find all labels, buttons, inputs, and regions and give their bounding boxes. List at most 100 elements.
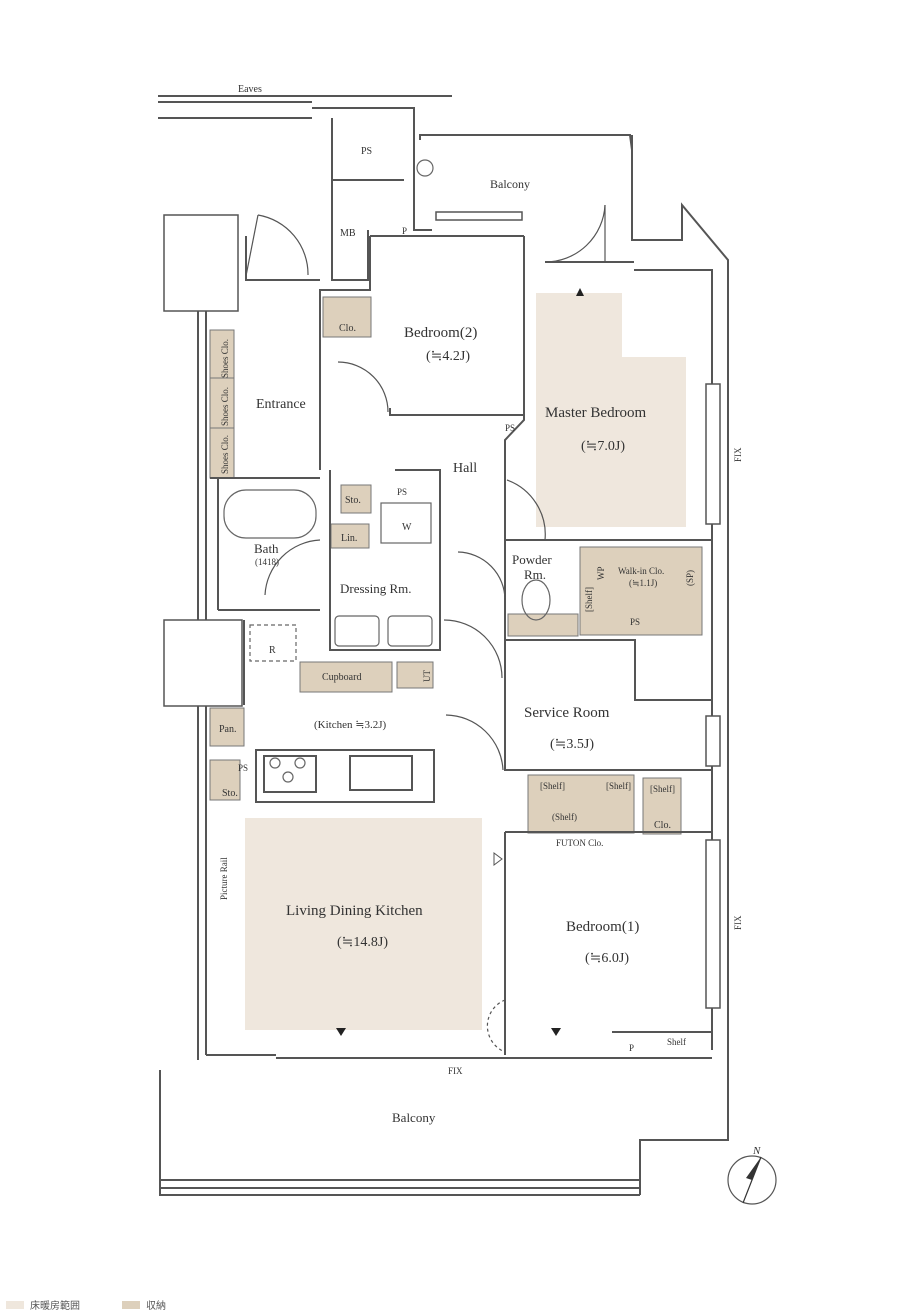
entrance-label: Entrance: [256, 397, 306, 412]
shelf2-label: [Shelf]: [606, 781, 631, 791]
north-label: N: [752, 1145, 761, 1157]
floor-heating-areas: [245, 293, 686, 1030]
markers: [336, 288, 584, 1036]
service-size: (≒3.5J): [550, 737, 594, 752]
burner-1: [269, 757, 281, 769]
fix-bottom-label: FIX: [448, 1066, 463, 1076]
ac-unit: [416, 159, 434, 177]
bedroom2-closet: [322, 296, 372, 338]
compass: [727, 1155, 777, 1205]
ps-master-label: PS: [505, 423, 515, 433]
master-arrow: [576, 288, 584, 296]
bedroom1-closet: [642, 777, 682, 835]
wp-label: WP: [596, 567, 606, 581]
pantry: [209, 707, 245, 747]
service-label: Service Room: [524, 705, 610, 721]
p-bottom-label: P: [629, 1043, 634, 1053]
ps-walkin-label: PS: [630, 617, 640, 627]
storage-areas: [209, 296, 703, 835]
sink-left: [334, 615, 380, 647]
fixtures: [223, 159, 551, 783]
doors: [245, 204, 606, 1053]
master-heating-area: [536, 293, 686, 527]
powder-label-1: Powder: [512, 552, 552, 567]
bedroom2-label: Bedroom(2): [404, 325, 477, 341]
mb-label: MB: [340, 228, 356, 239]
bedroom1-size: (≒6.0J): [585, 951, 629, 966]
shelf-vertical-label: [Shelf]: [584, 587, 594, 612]
picture-rail-label: Picture Rail: [219, 857, 229, 900]
picture-rail-arrow: [493, 852, 503, 866]
storage-sto1: [340, 484, 372, 514]
ps-dress-label: PS: [397, 487, 407, 497]
bedroom2-size: (≒4.2J): [426, 349, 470, 364]
bath-size: (1418): [255, 557, 279, 567]
dressing-label: Dressing Rm.: [340, 581, 412, 596]
washer: [380, 502, 432, 544]
storage-swatch: [122, 1300, 140, 1309]
ldk-label: Living Dining Kitchen: [286, 903, 423, 919]
exterior-blocks: [163, 214, 243, 707]
legend: 床暖房範囲 収納: [6, 1297, 166, 1312]
lin-label: Lin.: [341, 533, 357, 544]
storage-sto2: [209, 759, 241, 801]
bedroom1-closet-label: Clo.: [654, 820, 671, 831]
shoes-label-3: Shoes Clo.: [220, 435, 230, 474]
shelf1-label: [Shelf]: [540, 781, 565, 791]
ut-storage: [396, 661, 434, 689]
floor-heating-swatch: [6, 1300, 24, 1309]
burner-2: [294, 757, 306, 769]
linen-closet: [330, 523, 370, 549]
eaves-label: Eaves: [238, 84, 262, 95]
master-size: (≒7.0J): [581, 439, 625, 454]
ldk-heating-area: [245, 818, 482, 1030]
sto1-label: Sto.: [345, 495, 361, 506]
balcony-top-label: Balcony: [490, 177, 530, 191]
shelf-bottom-label: Shelf: [667, 1037, 686, 1047]
w-label: W: [402, 522, 412, 533]
hall-label: Hall: [453, 461, 477, 476]
bedroom1-label: Bedroom(1): [566, 919, 639, 935]
p-top-label: P: [402, 226, 407, 236]
sink-right: [387, 615, 433, 647]
window-frames: [435, 211, 721, 1009]
storage-legend-label: 収納: [146, 1301, 166, 1312]
futon-label: FUTON Clo.: [556, 838, 603, 848]
ps-top-label: PS: [361, 146, 372, 157]
powder-counter: [507, 613, 579, 637]
bedroom2-closet-label: Clo.: [339, 323, 356, 334]
shelf3-label: [Shelf]: [650, 784, 675, 794]
labels: Eaves PS Balcony MB P Bedroom(2) (≒4.2J)…: [219, 84, 761, 1157]
bath-label: Bath: [254, 541, 279, 556]
walkin-size: (≒1.1J): [629, 578, 657, 588]
floor-heating-legend-label: 床暖房範囲: [30, 1301, 80, 1312]
kitchen-label: (Kitchen ≒3.2J): [314, 719, 386, 731]
walls: [158, 95, 729, 1196]
balcony-bottom-label: Balcony: [392, 1110, 436, 1125]
shelf4-label: (Shelf): [552, 812, 577, 822]
shoes-label-1: Shoes Clo.: [220, 339, 230, 378]
fix-right-label-1: FIX: [733, 447, 743, 462]
toilet: [521, 579, 551, 621]
ut-label: UT: [422, 670, 432, 682]
ps-kitchen-label: PS: [238, 763, 248, 773]
walkin-label: Walk-in Clo.: [618, 566, 664, 576]
bedroom1-arrow: [551, 1028, 561, 1036]
cupboard: [299, 661, 393, 693]
ldk-arrow: [336, 1028, 346, 1036]
master-label: Master Bedroom: [545, 405, 647, 421]
pantry-label: Pan.: [219, 724, 237, 735]
powder-label-2: Rm.: [524, 567, 546, 582]
shoes-closet-2: [209, 377, 235, 429]
service-shelves: [527, 774, 635, 834]
burner-3: [282, 771, 294, 783]
shoes-label-2: Shoes Clo.: [220, 387, 230, 426]
ldk-size: (≒14.8J): [337, 935, 388, 950]
fix-right-label-2: FIX: [733, 915, 743, 930]
cupboard-label: Cupboard: [322, 672, 361, 683]
sp-label: (SP): [685, 570, 695, 586]
sto2-label: Sto.: [222, 788, 238, 799]
bathtub: [223, 489, 317, 539]
walkin-closet: [579, 546, 703, 636]
